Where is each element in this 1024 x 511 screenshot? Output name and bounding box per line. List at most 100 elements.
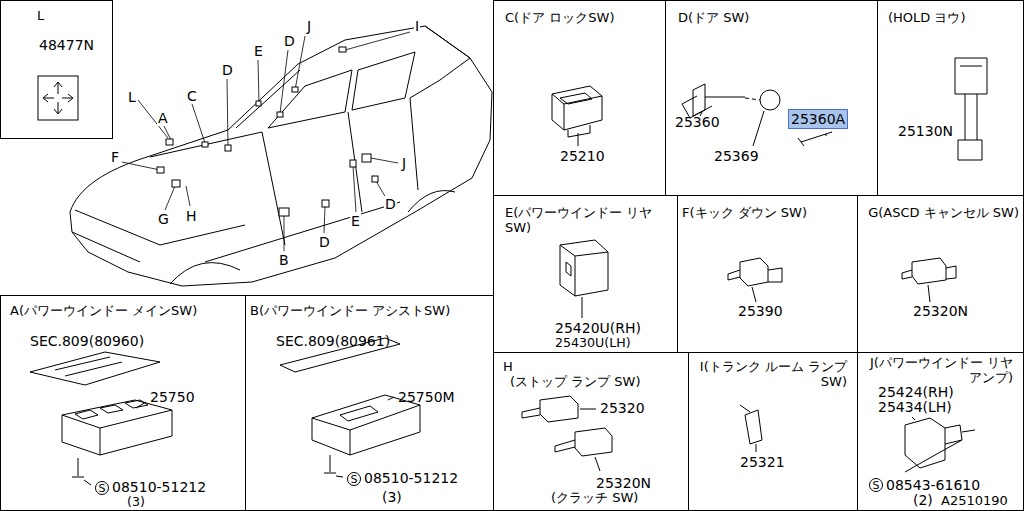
part-marker: [372, 176, 378, 182]
panel-heading: L: [37, 9, 44, 24]
part-marker: [202, 142, 208, 147]
standard-part-mark: S: [347, 472, 361, 486]
location-letter: J: [306, 18, 312, 34]
screw: [72, 458, 84, 477]
part-marker: [172, 180, 180, 187]
part-number: (3): [382, 489, 402, 505]
part-number: 48477N: [39, 37, 94, 53]
location-letter: D: [318, 234, 331, 250]
stop-lamp-switch: [522, 396, 578, 422]
ascd-switch: [902, 258, 956, 284]
panel-heading: H: [503, 360, 513, 375]
part-marker: [256, 101, 261, 106]
car-window: [268, 52, 415, 128]
part-number: 08543-61610: [886, 477, 980, 493]
main-switch: [62, 400, 172, 455]
icon-arrows: [43, 82, 73, 114]
kickdown-switch: [728, 258, 782, 286]
location-letter: B: [278, 252, 290, 268]
panel-heading: D(ドア SW): [678, 11, 749, 26]
part-number: 25750M: [398, 389, 455, 405]
location-letter: C: [186, 88, 198, 104]
diagram-code: A2510190: [940, 494, 1009, 509]
part-number: 25210: [560, 148, 605, 164]
part-panel: I(トランク ルーム ランプ SW) 25321: [688, 352, 858, 511]
part-panel: F(キック ダウン SW)25390: [677, 195, 858, 353]
door-switch-boot: [760, 90, 780, 110]
part-number: 25750: [150, 389, 195, 405]
power-window-switch: [560, 240, 608, 296]
part-panel: A(パワーウインドー メインSW) SEC.809(80960) 25750S085…: [0, 295, 246, 511]
part-number: SEC.809(80960): [30, 333, 144, 349]
part-number: (2): [913, 492, 933, 508]
car-drawing: [70, 26, 492, 286]
part-marker: [277, 112, 283, 117]
leader-line: [752, 287, 756, 302]
part-number: 25321: [740, 454, 785, 470]
part-marker: [292, 87, 298, 92]
part-number: SEC.809(80961): [276, 333, 390, 349]
part-number: 25369: [714, 148, 759, 164]
panel-heading: (ストップ ランプ SW): [510, 375, 641, 390]
panel-heading: A(パワーウインドー メインSW): [10, 304, 197, 319]
door-switch-axis: [745, 98, 760, 100]
panel-heading: I(トランク ルーム ランプ SW): [697, 360, 847, 390]
part-number: 25390: [738, 303, 783, 319]
amp-bracket: [905, 418, 975, 468]
door-lock-switch: [552, 86, 602, 137]
leader-lines: [122, 32, 410, 251]
location-letter: A: [157, 110, 169, 126]
finisher-panel: [30, 352, 160, 385]
panel-heading: J(パワーウインドー リヤ アンプ): [863, 356, 1013, 386]
clutch-switch: [555, 428, 612, 456]
part-number: 25360A: [791, 111, 845, 127]
part-panel: (HOLD ヨウ) 25130N: [877, 0, 1024, 196]
part-number: 25420U(RH): [555, 320, 641, 336]
location-letter: D: [283, 33, 296, 49]
leader-line: [84, 402, 146, 485]
part-marker: [362, 154, 371, 162]
panel-heading: B(パワーウインドー アシストSW): [250, 304, 450, 319]
leader-line: [905, 417, 962, 472]
part-number: 25320N: [913, 303, 968, 319]
part-marker: [279, 208, 289, 216]
part-panel: H(ストップ ランプ SW)2532025320N(クラッチ SW): [493, 352, 689, 511]
part-marker: [225, 145, 231, 151]
part-panel: D(ドア SW) 25360 25369 25360A: [665, 0, 878, 196]
leader-line: [928, 285, 930, 302]
part-markers: [157, 47, 378, 216]
part-number: 08510-51212: [112, 479, 206, 495]
leader-line: [578, 133, 579, 146]
part-marker: [157, 167, 164, 173]
leader-line: [580, 409, 600, 471]
location-letter: F: [110, 149, 120, 165]
panel-heading: E(パワーウインドー リヤ SW): [505, 206, 675, 236]
part-marker: [339, 47, 346, 52]
standard-part-mark: S: [95, 481, 109, 495]
part-number: 25434(LH): [878, 399, 952, 415]
icon-frame: [38, 76, 78, 120]
leader-line: [336, 397, 394, 477]
part-number: 25130N: [898, 123, 953, 139]
door-switch: [682, 84, 745, 118]
panel-heading: (HOLD ヨウ): [888, 11, 966, 26]
panel-heading: (クラッチ SW): [551, 491, 638, 506]
part-number: 25430U(LH): [555, 336, 631, 350]
part-marker: [322, 200, 329, 207]
car-outline: [70, 26, 492, 286]
relay: [955, 58, 987, 160]
part-marker: [350, 160, 356, 167]
part-number: 25320N: [596, 475, 651, 491]
leader-line: [582, 297, 583, 318]
location-letter: H: [185, 208, 198, 224]
part-marker: [166, 139, 173, 145]
location-letter: J: [401, 155, 407, 171]
trunk-switch: [740, 405, 762, 452]
part-number: 25424(RH): [878, 384, 954, 400]
part-number: 25360: [675, 114, 720, 130]
part-panel: L 48477N: [0, 0, 113, 139]
panel-heading: C(ドア ロックSW): [505, 11, 614, 26]
screw: [324, 455, 336, 473]
